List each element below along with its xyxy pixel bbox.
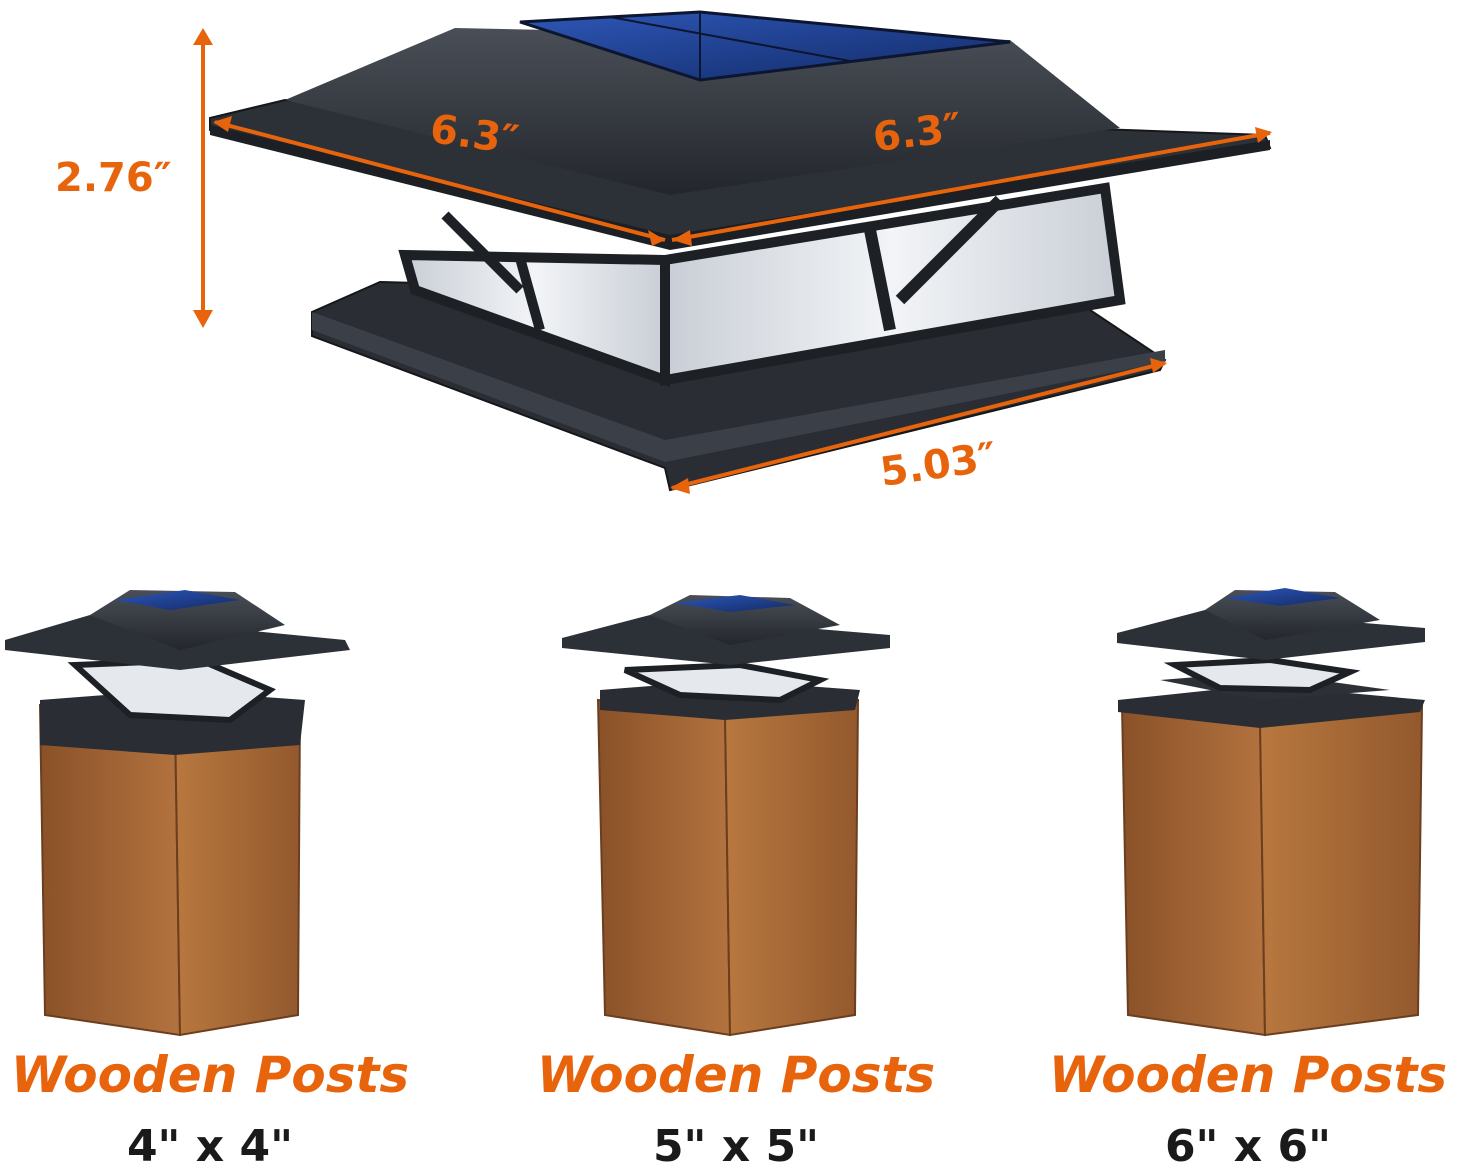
post-caption-6x6: Wooden Posts 6" x 6" — [1038, 1045, 1458, 1175]
post-size: 6" x 6" — [1164, 1121, 1332, 1172]
post-caption-5x5: Wooden Posts 5" x 5" — [526, 1045, 946, 1175]
post-size: 4" x 4" — [126, 1121, 294, 1172]
post-title: Wooden Posts — [10, 1046, 410, 1104]
post-6x6 — [1117, 588, 1425, 1037]
post-4x4 — [5, 590, 350, 1037]
post-5x5 — [562, 595, 890, 1037]
post-title: Wooden Posts — [536, 1046, 936, 1104]
post-title: Wooden Posts — [1048, 1046, 1448, 1104]
height-dimension-label: 2.76″ — [55, 155, 172, 201]
dimension-arrows — [193, 28, 1272, 494]
post-caption-4x4: Wooden Posts 4" x 4" — [0, 1045, 420, 1175]
large-lamp — [209, 10, 1272, 492]
lamp-glass-right — [660, 182, 1126, 386]
post-size: 5" x 5" — [652, 1121, 820, 1172]
